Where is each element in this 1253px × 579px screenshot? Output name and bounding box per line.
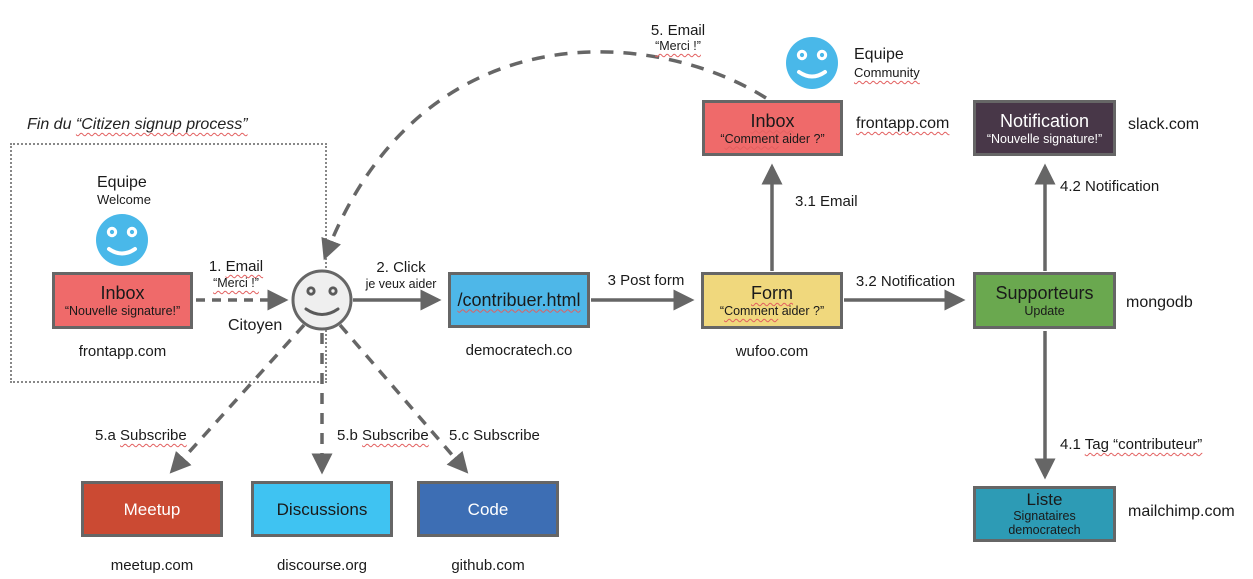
step-5c-subscribe-label: 5.c Subscribe <box>449 427 540 444</box>
node-title: Discussions <box>276 499 368 519</box>
caption-meetup: meetup.com <box>110 557 194 574</box>
step-4-1-tag-label: 4.1 Tag “contributeur” <box>1060 436 1203 453</box>
node-notification: Notification “Nouvelle signature!” <box>973 100 1116 156</box>
node-subtitle2: democratech <box>1008 523 1081 537</box>
caption-democratech: democratech.co <box>465 342 573 359</box>
node-liste: Liste Signataires democratech <box>973 486 1116 542</box>
caption-github: github.com <box>451 557 525 574</box>
node-form: Form “Comment aider ?” <box>701 272 843 329</box>
arrow-5a-subscribe <box>169 323 306 474</box>
step-3-2-notification-label: 3.2 Notification <box>855 273 956 290</box>
region-title: Fin du “Citizen signup process” <box>27 116 248 133</box>
node-subtitle: “Nouvelle signature!” <box>64 304 181 318</box>
step-2-click-label: 2. Click <box>376 259 426 276</box>
node-contribuer: /contribuer.html <box>448 272 590 328</box>
node-meetup: Meetup <box>81 481 223 537</box>
team-community-name: Equipe <box>854 46 904 63</box>
node-inbox-community: Inbox “Comment aider ?” <box>702 100 843 156</box>
citizen-label: Citoyen <box>228 317 283 334</box>
node-code: Code <box>417 481 559 537</box>
node-title: Inbox <box>100 283 145 303</box>
team-community-role: Community <box>854 65 920 80</box>
caption-frontapp-left: frontapp.com <box>78 343 167 360</box>
node-subtitle: “Comment aider ?” <box>719 304 825 318</box>
node-subtitle: Signataires <box>1013 509 1076 523</box>
team-community-avatar-icon <box>786 37 838 89</box>
caption-slack: slack.com <box>1128 116 1200 133</box>
node-title: /contribuer.html <box>457 289 581 310</box>
step-5-merci-label: “Merci !” <box>655 39 701 53</box>
caption-discourse: discourse.org <box>276 557 368 574</box>
step-5b-subscribe-label: 5.b Subscribe <box>337 427 429 444</box>
citizen-signup-region-box <box>10 143 327 383</box>
step-1-email-label: 1. Email <box>208 258 264 275</box>
node-subtitle: “Nouvelle signature!” <box>986 131 1103 146</box>
node-title: Form <box>751 283 793 303</box>
node-subtitle: “Comment aider ?” <box>720 131 825 146</box>
caption-frontapp-right: frontapp.com <box>856 115 950 132</box>
node-title: Supporteurs <box>995 283 1094 303</box>
step-5-email-label: 5. Email <box>650 22 706 39</box>
caption-wufoo: wufoo.com <box>735 343 809 360</box>
step-1-merci-label: “Merci !” <box>213 276 259 290</box>
node-title: Liste <box>1026 490 1063 509</box>
step-4-2-notification-label: 4.2 Notification <box>1060 178 1160 195</box>
node-subtitle: Update <box>1024 304 1065 318</box>
team-welcome-avatar-icon <box>96 214 148 266</box>
step-3-1-email-label: 3.1 Email <box>795 193 858 210</box>
step-3-post-form-label: 3 Post form <box>607 272 685 289</box>
node-title: Meetup <box>123 499 181 519</box>
citizen-icon <box>291 269 353 331</box>
step-2-je-veux-aider-label: je veux aider <box>365 277 437 291</box>
node-title: Notification <box>999 110 1090 131</box>
node-title: Inbox <box>750 110 795 131</box>
step-5a-subscribe-label: 5.a Subscribe <box>95 427 187 444</box>
team-welcome-name: Equipe <box>97 174 147 191</box>
team-welcome-role: Welcome <box>97 192 151 207</box>
node-discussions: Discussions <box>251 481 393 537</box>
arrow-5c-subscribe <box>338 323 469 474</box>
arrow-5-email <box>321 50 767 261</box>
node-supporteurs: Supporteurs Update <box>973 272 1116 329</box>
caption-mailchimp: mailchimp.com <box>1128 503 1235 520</box>
node-inbox-welcome: Inbox “Nouvelle signature!” <box>52 272 193 329</box>
node-title: Code <box>467 499 509 519</box>
caption-mongodb: mongodb <box>1126 294 1193 311</box>
